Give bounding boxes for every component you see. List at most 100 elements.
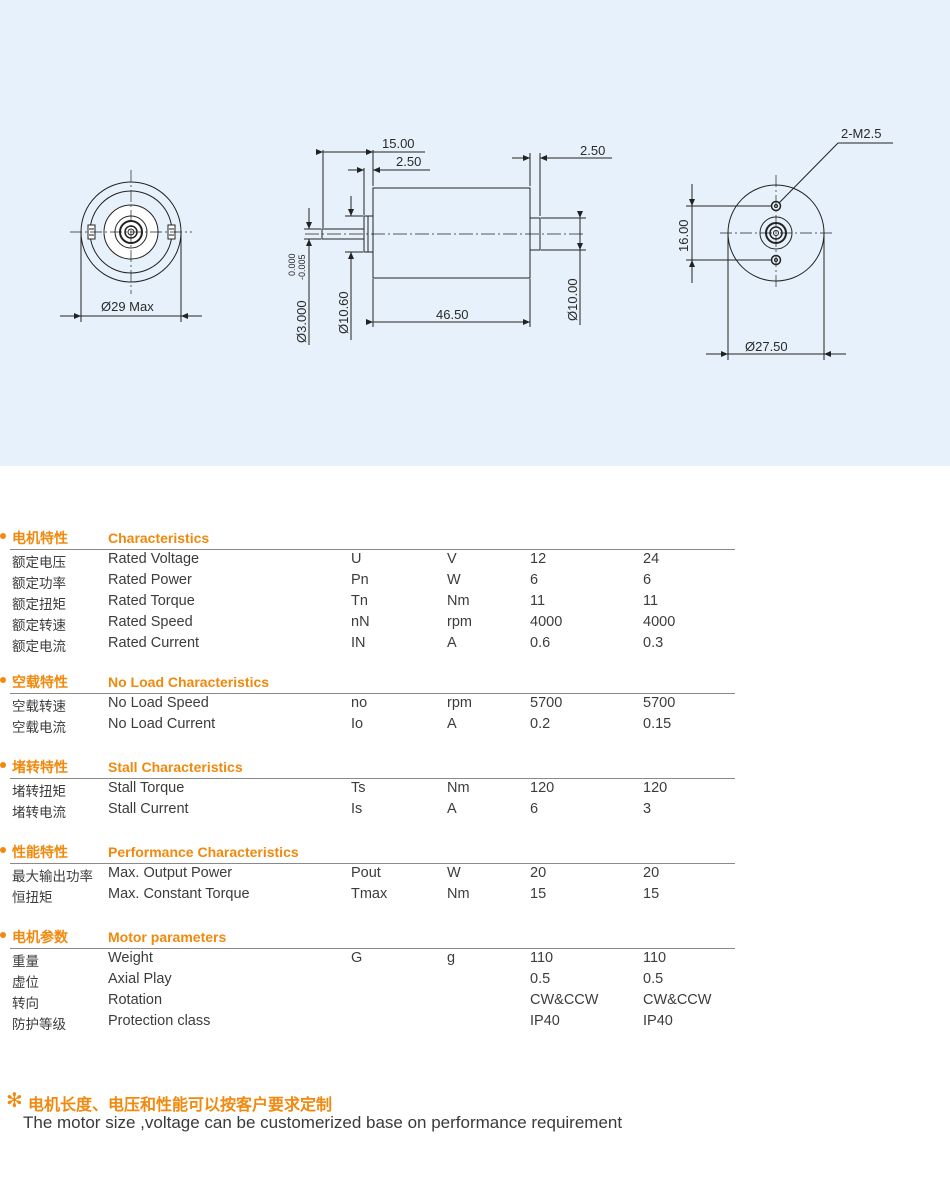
side-view — [304, 149, 612, 345]
section-header: 电机参数 Motor parameters — [0, 927, 950, 949]
row-label-en: Rated Torque — [108, 593, 195, 609]
section-title-zh: 空载特性 — [12, 674, 68, 690]
row-value-1: 110 — [530, 950, 554, 966]
row-label-en: Max. Constant Torque — [108, 886, 250, 902]
row-symbol: Is — [351, 801, 363, 817]
row-value-1: 0.6 — [530, 635, 551, 651]
dim-pilot-dia-label: Ø10.60 — [336, 291, 351, 334]
row-value-2: 4000 — [643, 614, 676, 630]
row-symbol: Io — [351, 716, 364, 732]
row-value-2: 6 — [643, 572, 652, 588]
motor-dimension-drawing: Ø29 Max 15.00 2.50 2.50 46.50 Ø3.000 0.0… — [60, 126, 893, 360]
row-label-zh: 空载转速 — [12, 699, 66, 714]
row-label-zh: 堵转电流 — [12, 805, 66, 820]
row-symbol: U — [351, 551, 362, 567]
section-divider — [10, 693, 735, 694]
row-label-zh: 最大输出功率 — [12, 869, 93, 884]
row-value-1: CW&CCW — [530, 992, 599, 1008]
section-header: 性能特性 Performance Characteristics — [0, 842, 950, 864]
row-value-2: 110 — [643, 950, 667, 966]
holes-label: 2-M2.5 — [841, 126, 881, 141]
row-value-1: 15 — [530, 886, 547, 902]
dim-flange-label: 2.50 — [396, 154, 421, 169]
row-symbol: Tmax — [351, 886, 388, 902]
row-label-zh: 重量 — [12, 954, 39, 969]
row-value-1: 11 — [530, 593, 546, 609]
row-symbol: Pout — [351, 865, 381, 881]
row-label-en: Stall Current — [108, 801, 189, 817]
section-title-en: Characteristics — [108, 530, 210, 546]
row-unit: W — [447, 572, 461, 588]
row-symbol: Ts — [351, 780, 366, 796]
note-text-zh: 电机长度、电压和性能可以按客户要求定制 — [28, 1097, 333, 1114]
dim-hole-spacing-label: 16.00 — [676, 219, 691, 252]
section-divider — [10, 549, 735, 550]
row-value-2: 0.3 — [643, 635, 664, 651]
dim-overall-shaft-label: 15.00 — [382, 136, 415, 151]
row-value-2: 3 — [643, 801, 652, 817]
row-label-zh: 恒扭矩 — [12, 890, 53, 905]
bullet-icon — [0, 677, 6, 683]
row-value-1: 4000 — [530, 614, 563, 630]
row-value-2: 0.5 — [643, 971, 664, 987]
front-view — [60, 170, 202, 322]
row-label-zh: 额定电压 — [12, 555, 66, 570]
bullet-icon — [0, 932, 6, 938]
row-value-2: 24 — [643, 551, 660, 567]
row-symbol: Pn — [351, 572, 369, 588]
row-label-en: Axial Play — [108, 971, 172, 987]
section-title-zh: 性能特性 — [12, 844, 68, 860]
row-value-2: 120 — [643, 780, 668, 796]
section-performance: 性能特性 Performance Characteristics 最大输出功率 M… — [0, 842, 950, 905]
row-value-2: 0.15 — [643, 716, 672, 732]
row-label-zh: 堵转扭矩 — [12, 784, 66, 799]
row-label-zh: 额定功率 — [12, 576, 66, 591]
section-title-en: Motor parameters — [108, 929, 227, 945]
row-value-2: 15 — [643, 886, 660, 902]
row-value-1: 0.2 — [530, 716, 551, 732]
row-label-en: Rotation — [108, 992, 163, 1008]
row-value-1: 6 — [530, 572, 539, 588]
dim-body-length-label: 46.50 — [436, 307, 469, 322]
row-unit: V — [447, 551, 457, 567]
row-label-en: Rated Voltage — [108, 551, 200, 567]
dim-shaft-tol-upper: 0.000 — [287, 253, 297, 276]
row-unit: A — [447, 635, 457, 651]
section-title-en: Stall Characteristics — [108, 759, 243, 775]
bullet-icon — [0, 847, 6, 853]
row-label-en: Rated Current — [108, 635, 200, 651]
dim-body-dia-label: Ø27.50 — [745, 339, 788, 354]
dim-rear-boss-label: 2.50 — [580, 143, 605, 158]
row-unit: A — [447, 716, 457, 732]
row-label-en: No Load Current — [108, 716, 216, 732]
row-symbol: Tn — [351, 593, 368, 609]
row-label-en: No Load Speed — [108, 695, 209, 711]
row-value-2: 5700 — [643, 695, 676, 711]
row-label-zh: 额定扭矩 — [12, 597, 66, 612]
section-title-zh: 电机参数 — [12, 929, 68, 945]
row-value-2: 11 — [643, 593, 659, 609]
row-symbol: IN — [351, 635, 366, 651]
row-value-2: 20 — [643, 865, 660, 881]
row-value-2: IP40 — [643, 1013, 673, 1029]
bullet-icon — [0, 762, 6, 768]
section-divider — [10, 863, 735, 864]
row-unit: W — [447, 865, 461, 881]
bullet-icon — [0, 533, 6, 539]
row-label-zh: 虚位 — [12, 975, 39, 990]
front-dia-label: Ø29 Max — [101, 299, 154, 314]
